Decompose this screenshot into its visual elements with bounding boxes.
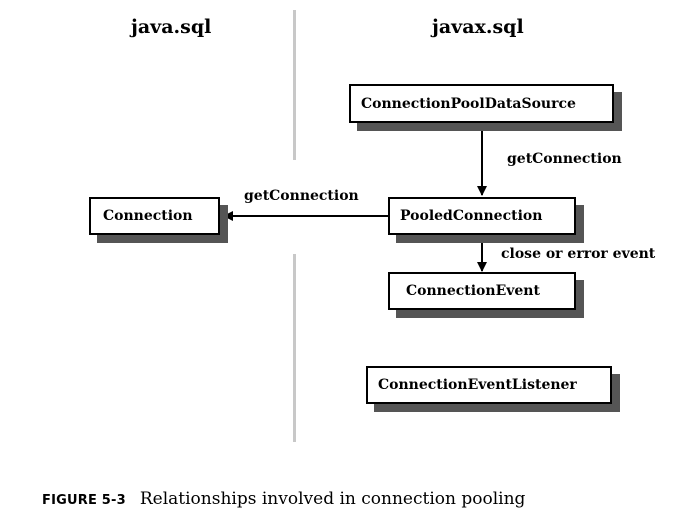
node-connection-pool-data-source: ConnectionPoolDataSource — [349, 84, 614, 123]
node-connection-event-listener: ConnectionEventListener — [366, 366, 612, 404]
node-pooled-connection: PooledConnection — [388, 197, 576, 235]
figure-caption-text: Relationships involved in connection poo… — [139, 489, 526, 509]
edge-label-pooled-to-connection: getConnection — [244, 188, 359, 204]
edge-label-pool-to-pooled: getConnection — [507, 151, 622, 167]
package-title-java-sql: java.sql — [131, 16, 212, 38]
node-connection-event: ConnectionEvent — [388, 272, 576, 310]
edge-label-pooled-to-event: close or error event — [501, 246, 656, 262]
package-divider-bottom — [293, 254, 296, 442]
figure-number: FIGURE 5-3 — [42, 493, 126, 508]
package-title-javax-sql: javax.sql — [432, 16, 524, 38]
node-connection: Connection — [89, 197, 220, 235]
package-divider-top — [293, 10, 296, 160]
figure-caption: FIGURE 5-3 Relationships involved in conn… — [42, 488, 525, 512]
